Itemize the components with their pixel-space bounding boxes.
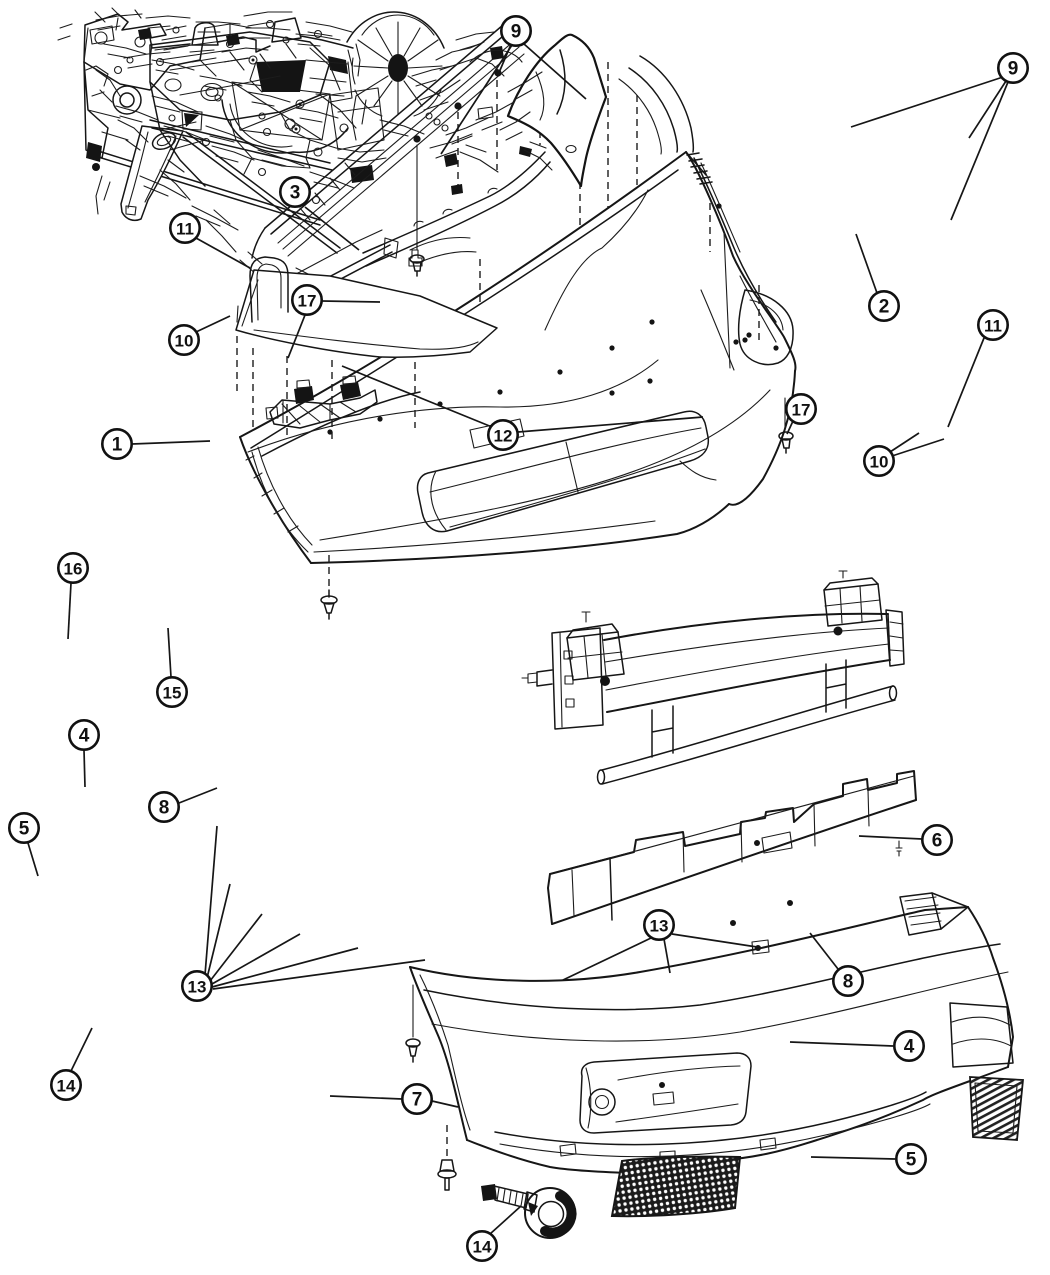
svg-text:8: 8 (159, 798, 170, 819)
svg-text:1: 1 (112, 435, 123, 456)
svg-text:14: 14 (473, 1238, 492, 1257)
svg-text:8: 8 (843, 972, 854, 993)
svg-text:15: 15 (163, 684, 182, 703)
svg-text:13: 13 (650, 917, 669, 936)
svg-text:9: 9 (1008, 59, 1019, 80)
svg-text:4: 4 (904, 1037, 915, 1058)
svg-text:10: 10 (870, 453, 889, 472)
svg-text:16: 16 (64, 560, 83, 579)
svg-text:5: 5 (19, 819, 30, 840)
svg-text:6: 6 (932, 831, 943, 852)
svg-text:4: 4 (79, 726, 90, 747)
svg-text:9: 9 (511, 22, 522, 43)
svg-text:2: 2 (879, 297, 890, 318)
svg-text:3: 3 (290, 183, 301, 204)
svg-text:7: 7 (412, 1090, 423, 1111)
svg-text:10: 10 (175, 332, 194, 351)
svg-text:17: 17 (298, 292, 317, 311)
svg-text:17: 17 (792, 401, 811, 420)
svg-text:13: 13 (188, 978, 207, 997)
svg-text:5: 5 (906, 1150, 917, 1171)
svg-text:12: 12 (494, 427, 513, 446)
svg-text:14: 14 (57, 1077, 76, 1096)
svg-text:11: 11 (176, 220, 194, 239)
svg-text:11: 11 (984, 317, 1002, 336)
